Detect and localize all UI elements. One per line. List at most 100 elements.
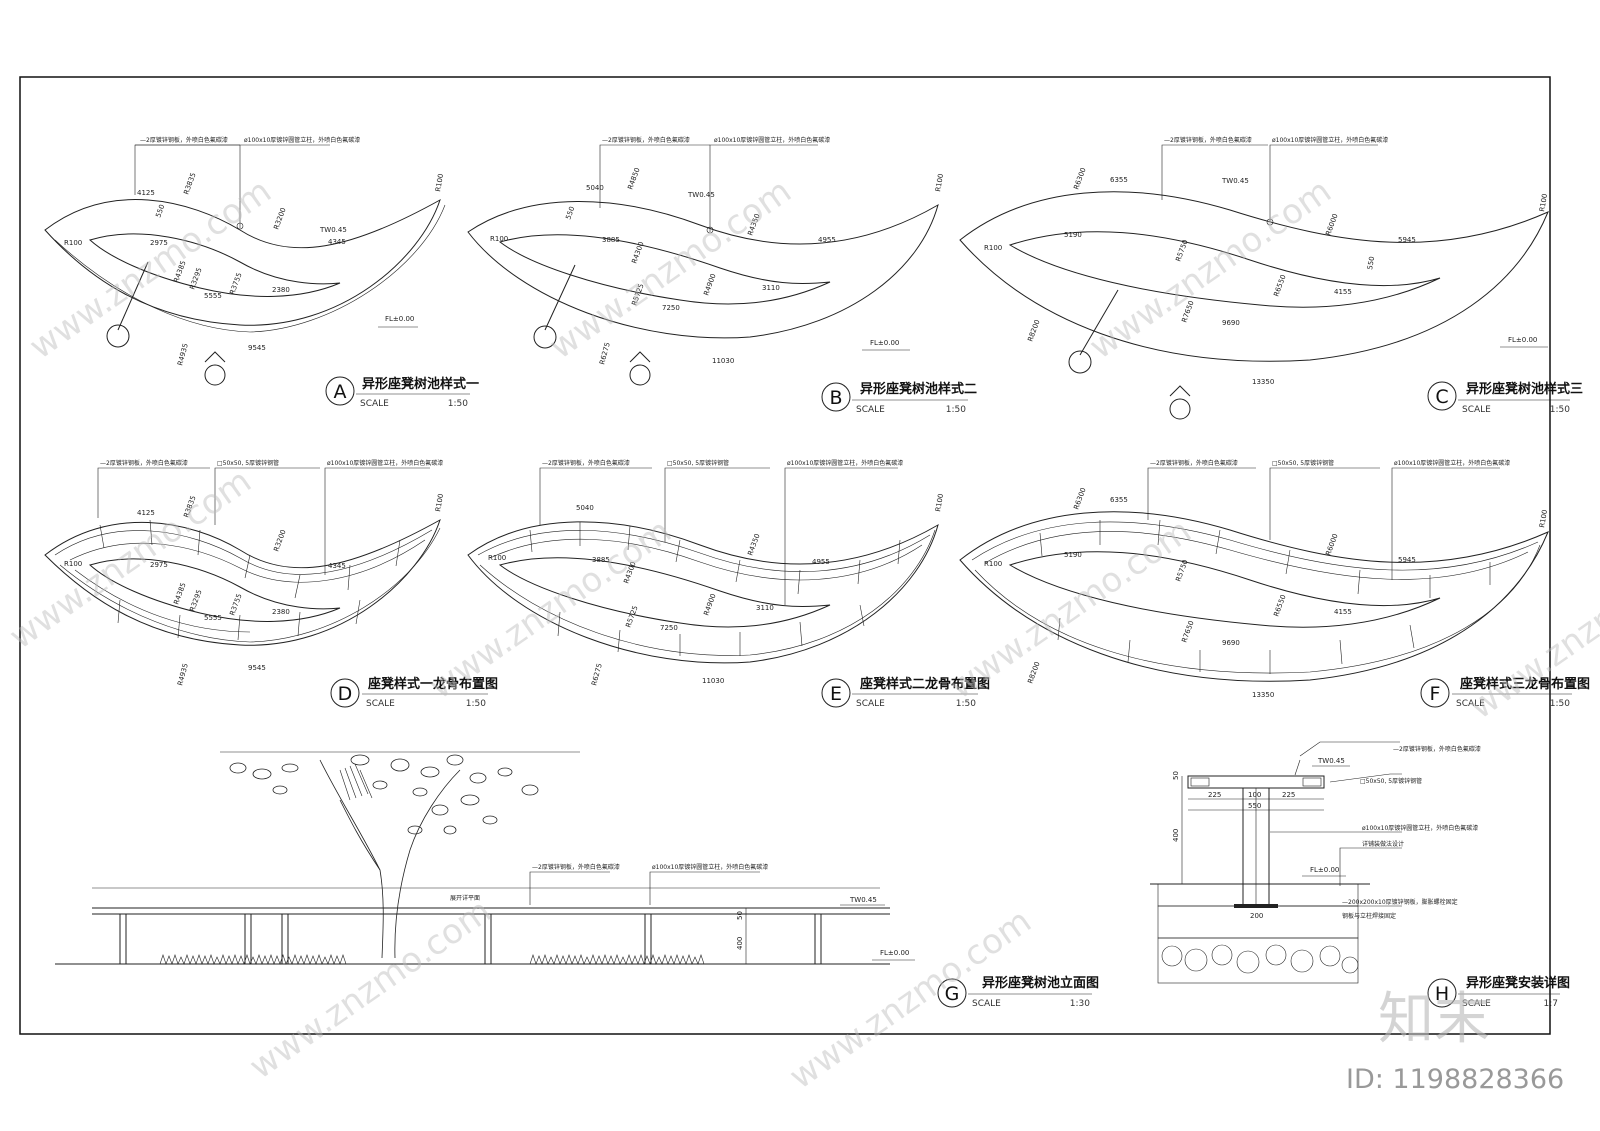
panel-d-title: D 座凳样式一龙骨布置图 SCALE 1:50	[330, 676, 498, 709]
scale-label: SCALE	[856, 405, 885, 415]
dim: 5190	[1064, 231, 1082, 239]
dim: R4935	[176, 663, 190, 687]
note-tube: □50x50, 5厚镀锌钢管	[1272, 459, 1334, 467]
dim: R3200	[272, 207, 287, 231]
dim: 2380	[272, 286, 290, 294]
panel-letter: D	[338, 683, 353, 705]
dim: 4955	[818, 236, 836, 244]
dim: R6275	[598, 342, 612, 366]
panel-g-elevation: —2厚镀锌钢板，外喷白色氟碳漆 ø100x10厚镀锌圆管立柱，外喷白色氟碳漆 展…	[55, 751, 915, 965]
note-weld: 钢板与立柱焊接固定	[1342, 912, 1396, 920]
dim: FL±0.00	[1508, 336, 1537, 344]
panel-h-title: H 异形座凳安装详图 SCALE 1:7	[1427, 975, 1570, 1009]
dim: R100	[984, 560, 1002, 568]
dim: 5945	[1398, 236, 1416, 244]
dim: 13350	[1252, 691, 1274, 699]
scale-value: 1:50	[448, 399, 468, 409]
note-unfold: 展开详平面	[450, 894, 480, 902]
dim: R3295	[188, 589, 203, 613]
note-post: ø100x10厚镀锌圆管立柱，外喷白色氟碳漆	[327, 459, 443, 467]
scale-value: 1:50	[1550, 405, 1570, 415]
dim: TW0.45	[849, 896, 877, 904]
watermark-text: www.znzmo.com	[942, 511, 1198, 707]
dim: R4385	[172, 582, 187, 606]
dim: TW0.45	[687, 191, 715, 199]
panel-title: 座凳样式一龙骨布置图	[367, 676, 498, 692]
watermark-text: www.znzmo.com	[542, 171, 798, 367]
note-plate: —2厚镀锌钢板，外喷白色氟碳漆	[140, 136, 228, 144]
note-plate: —2厚镀锌钢板，外喷白色氟碳漆	[100, 459, 188, 467]
dim: 3110	[762, 284, 780, 292]
tree-icon	[229, 754, 539, 959]
note-tube: □50x50, 5厚镀锌钢管	[1360, 777, 1422, 785]
dim: 550	[1248, 802, 1261, 810]
dim: R4300	[630, 241, 645, 265]
dim: R100	[64, 239, 82, 247]
note-post: ø100x10厚镀锌圆管立柱，外喷白色氟碳漆	[1272, 136, 1388, 144]
watermark-text: www.znzmo.com	[422, 511, 678, 707]
watermark-text: www.znzmo.com	[1462, 531, 1600, 727]
dim: R6300	[1072, 167, 1087, 191]
dim: 9545	[248, 344, 266, 352]
panel-h-detail: TW0.45 —2厚镀锌钢板，外喷白色氟碳漆 □50x50, 5厚镀锌钢管 ø1…	[1150, 741, 1481, 984]
dim: R3755	[228, 593, 243, 617]
scale-value: 1:50	[466, 699, 486, 709]
scale-label: SCALE	[1462, 999, 1491, 1009]
note-post: ø100x10厚镀锌圆管立柱，外喷白色氟碳漆	[1394, 459, 1510, 467]
dim: R100	[434, 173, 445, 192]
dim: R6550	[1272, 274, 1287, 298]
dim: 5945	[1398, 556, 1416, 564]
dim: R3755	[228, 272, 243, 296]
dim: 2975	[150, 561, 168, 569]
dim: 4345	[328, 562, 346, 570]
scale-label: SCALE	[366, 699, 395, 709]
dim: FL±0.00	[1310, 866, 1339, 874]
note-paving: 详铺装做法设计	[1362, 840, 1404, 848]
dim: 5040	[576, 504, 594, 512]
note-plate: —2厚镀锌钢板，外喷白色氟碳漆	[542, 459, 630, 467]
scale-label: SCALE	[1462, 405, 1491, 415]
dim: R4900	[702, 593, 717, 617]
scale-label: SCALE	[972, 999, 1001, 1009]
dim: R3200	[272, 529, 287, 553]
scale-label: SCALE	[360, 399, 389, 409]
panel-letter: A	[334, 381, 347, 403]
dim: R8200	[1026, 661, 1041, 685]
panel-g-title: G 异形座凳树池立面图 SCALE 1:30	[937, 975, 1099, 1009]
dim: 6355	[1110, 176, 1128, 184]
watermark-text: www.znzmo.com	[1082, 171, 1338, 367]
dim: R7650	[1180, 620, 1195, 644]
panel-a-title: A 异形座凳树池样式一 SCALE 1:50	[325, 376, 479, 409]
dim: R4850	[626, 167, 641, 191]
dim: FL±0.00	[870, 339, 899, 347]
dim: 3885	[602, 236, 620, 244]
dim: R4935	[176, 343, 190, 367]
dim: R100	[490, 235, 508, 243]
panel-letter: G	[945, 983, 960, 1005]
dim: 4955	[812, 558, 830, 566]
dim: 50	[736, 911, 744, 920]
dim: 3110	[756, 604, 774, 612]
dim: FL±0.00	[385, 315, 414, 323]
dim: R100	[934, 493, 945, 512]
dim: R6300	[1072, 487, 1087, 511]
dim: TW0.45	[319, 226, 347, 234]
dim: R100	[434, 493, 445, 512]
note-post: ø100x10厚镀锌圆管立柱，外喷白色氟碳漆	[244, 136, 360, 144]
dim: R100	[1538, 509, 1549, 528]
dim: 4125	[137, 509, 155, 517]
scale-label: SCALE	[1456, 699, 1485, 709]
dim: 4345	[328, 238, 346, 246]
dim: R100	[488, 554, 506, 562]
dim: 550	[1366, 256, 1376, 271]
dim: 9690	[1222, 639, 1240, 647]
grass-hatch	[159, 954, 347, 965]
watermark-logo: 知末	[1378, 987, 1490, 1052]
dim: R100	[984, 244, 1002, 252]
dim: 550	[564, 205, 576, 220]
dim: R6000	[1324, 533, 1339, 557]
dim: 100	[1248, 791, 1261, 799]
dim: R100	[64, 560, 82, 568]
panel-letter: F	[1430, 683, 1441, 705]
dim: 2975	[150, 239, 168, 247]
